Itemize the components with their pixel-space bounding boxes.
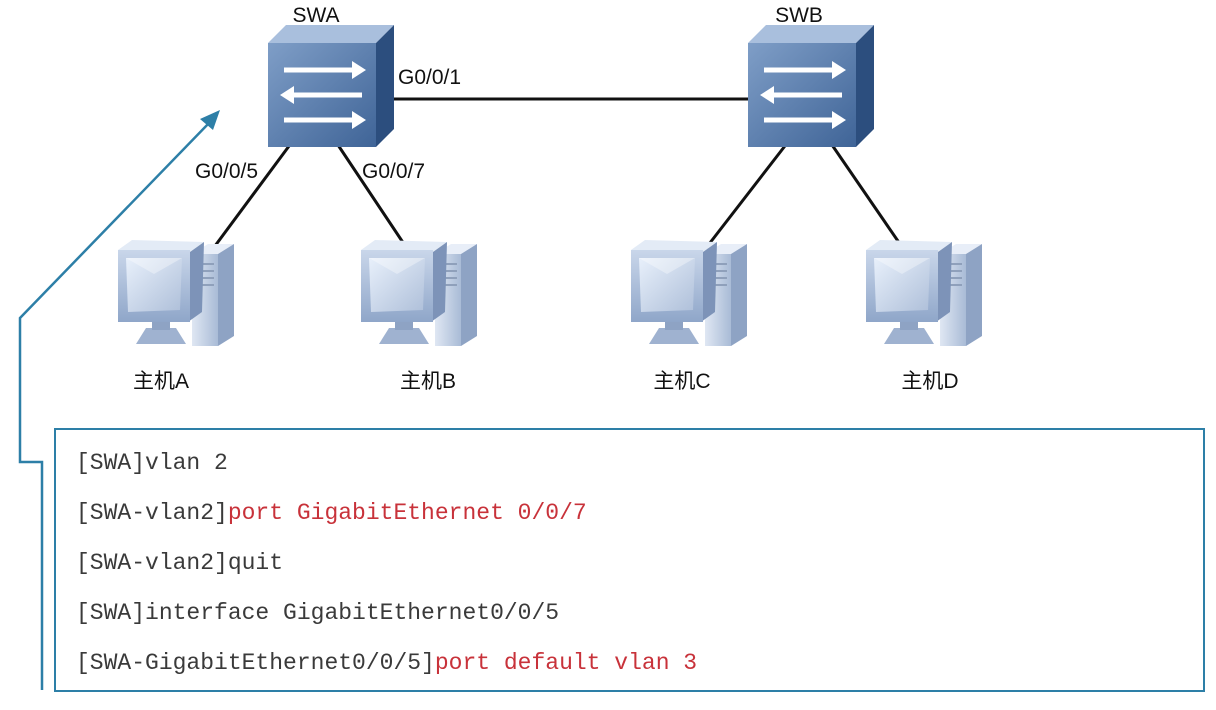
callout-arrowhead [200, 110, 220, 130]
link-swb-host-d [828, 141, 902, 245]
host-d-computer-icon [865, 239, 983, 347]
command-prompt: [SWA-vlan2] [76, 500, 228, 526]
command-line: [SWA-vlan2]port GigabitEthernet 0/0/7 [76, 498, 587, 528]
host-d-label: 主机D [901, 370, 958, 393]
command-line: [SWA]vlan 2 [76, 448, 228, 478]
host-b-computer-icon [360, 239, 478, 347]
command-text: quit [227, 550, 284, 576]
switch-swa-label: SWA [292, 4, 339, 27]
command-prompt: [SWA-GigabitEthernet0/0/5] [76, 650, 435, 676]
port-label-g0-0-7: G0/0/7 [362, 160, 425, 183]
host-c-label: 主机C [653, 370, 710, 393]
command-text: interface GigabitEthernet0/0/5 [145, 600, 560, 626]
command-line: [SWA-vlan2]quit [76, 548, 283, 578]
command-prompt: [SWA] [76, 450, 146, 476]
switch-swb-label: SWB [775, 4, 823, 27]
host-c-computer-icon [630, 239, 748, 347]
command-prompt: [SWA] [76, 600, 146, 626]
switch-swb-icon [748, 25, 874, 147]
command-prompt: [SWA-vlan2] [76, 550, 228, 576]
port-label-g0-0-1: G0/0/1 [398, 66, 461, 89]
command-text: vlan 2 [145, 450, 228, 476]
command-highlight: port GigabitEthernet 0/0/7 [227, 500, 587, 526]
command-line: [SWA-GigabitEthernet0/0/5]port default v… [76, 648, 697, 678]
link-swa-host-a [210, 141, 294, 251]
switch-swa-icon [268, 25, 394, 147]
link-swb-host-c [704, 141, 790, 249]
command-highlight: port default vlan 3 [434, 650, 698, 676]
callout-connector [18, 121, 211, 690]
port-label-g0-0-5: G0/0/5 [195, 160, 258, 183]
host-b-label: 主机B [400, 370, 456, 393]
command-box: [SWA]vlan 2 [SWA-vlan2]port GigabitEther… [54, 428, 1205, 692]
command-line: [SWA]interface GigabitEthernet0/0/5 [76, 598, 559, 628]
link-swa-host-b [334, 141, 406, 245]
host-a-label: 主机A [133, 370, 189, 393]
host-a-computer-icon [117, 239, 235, 347]
